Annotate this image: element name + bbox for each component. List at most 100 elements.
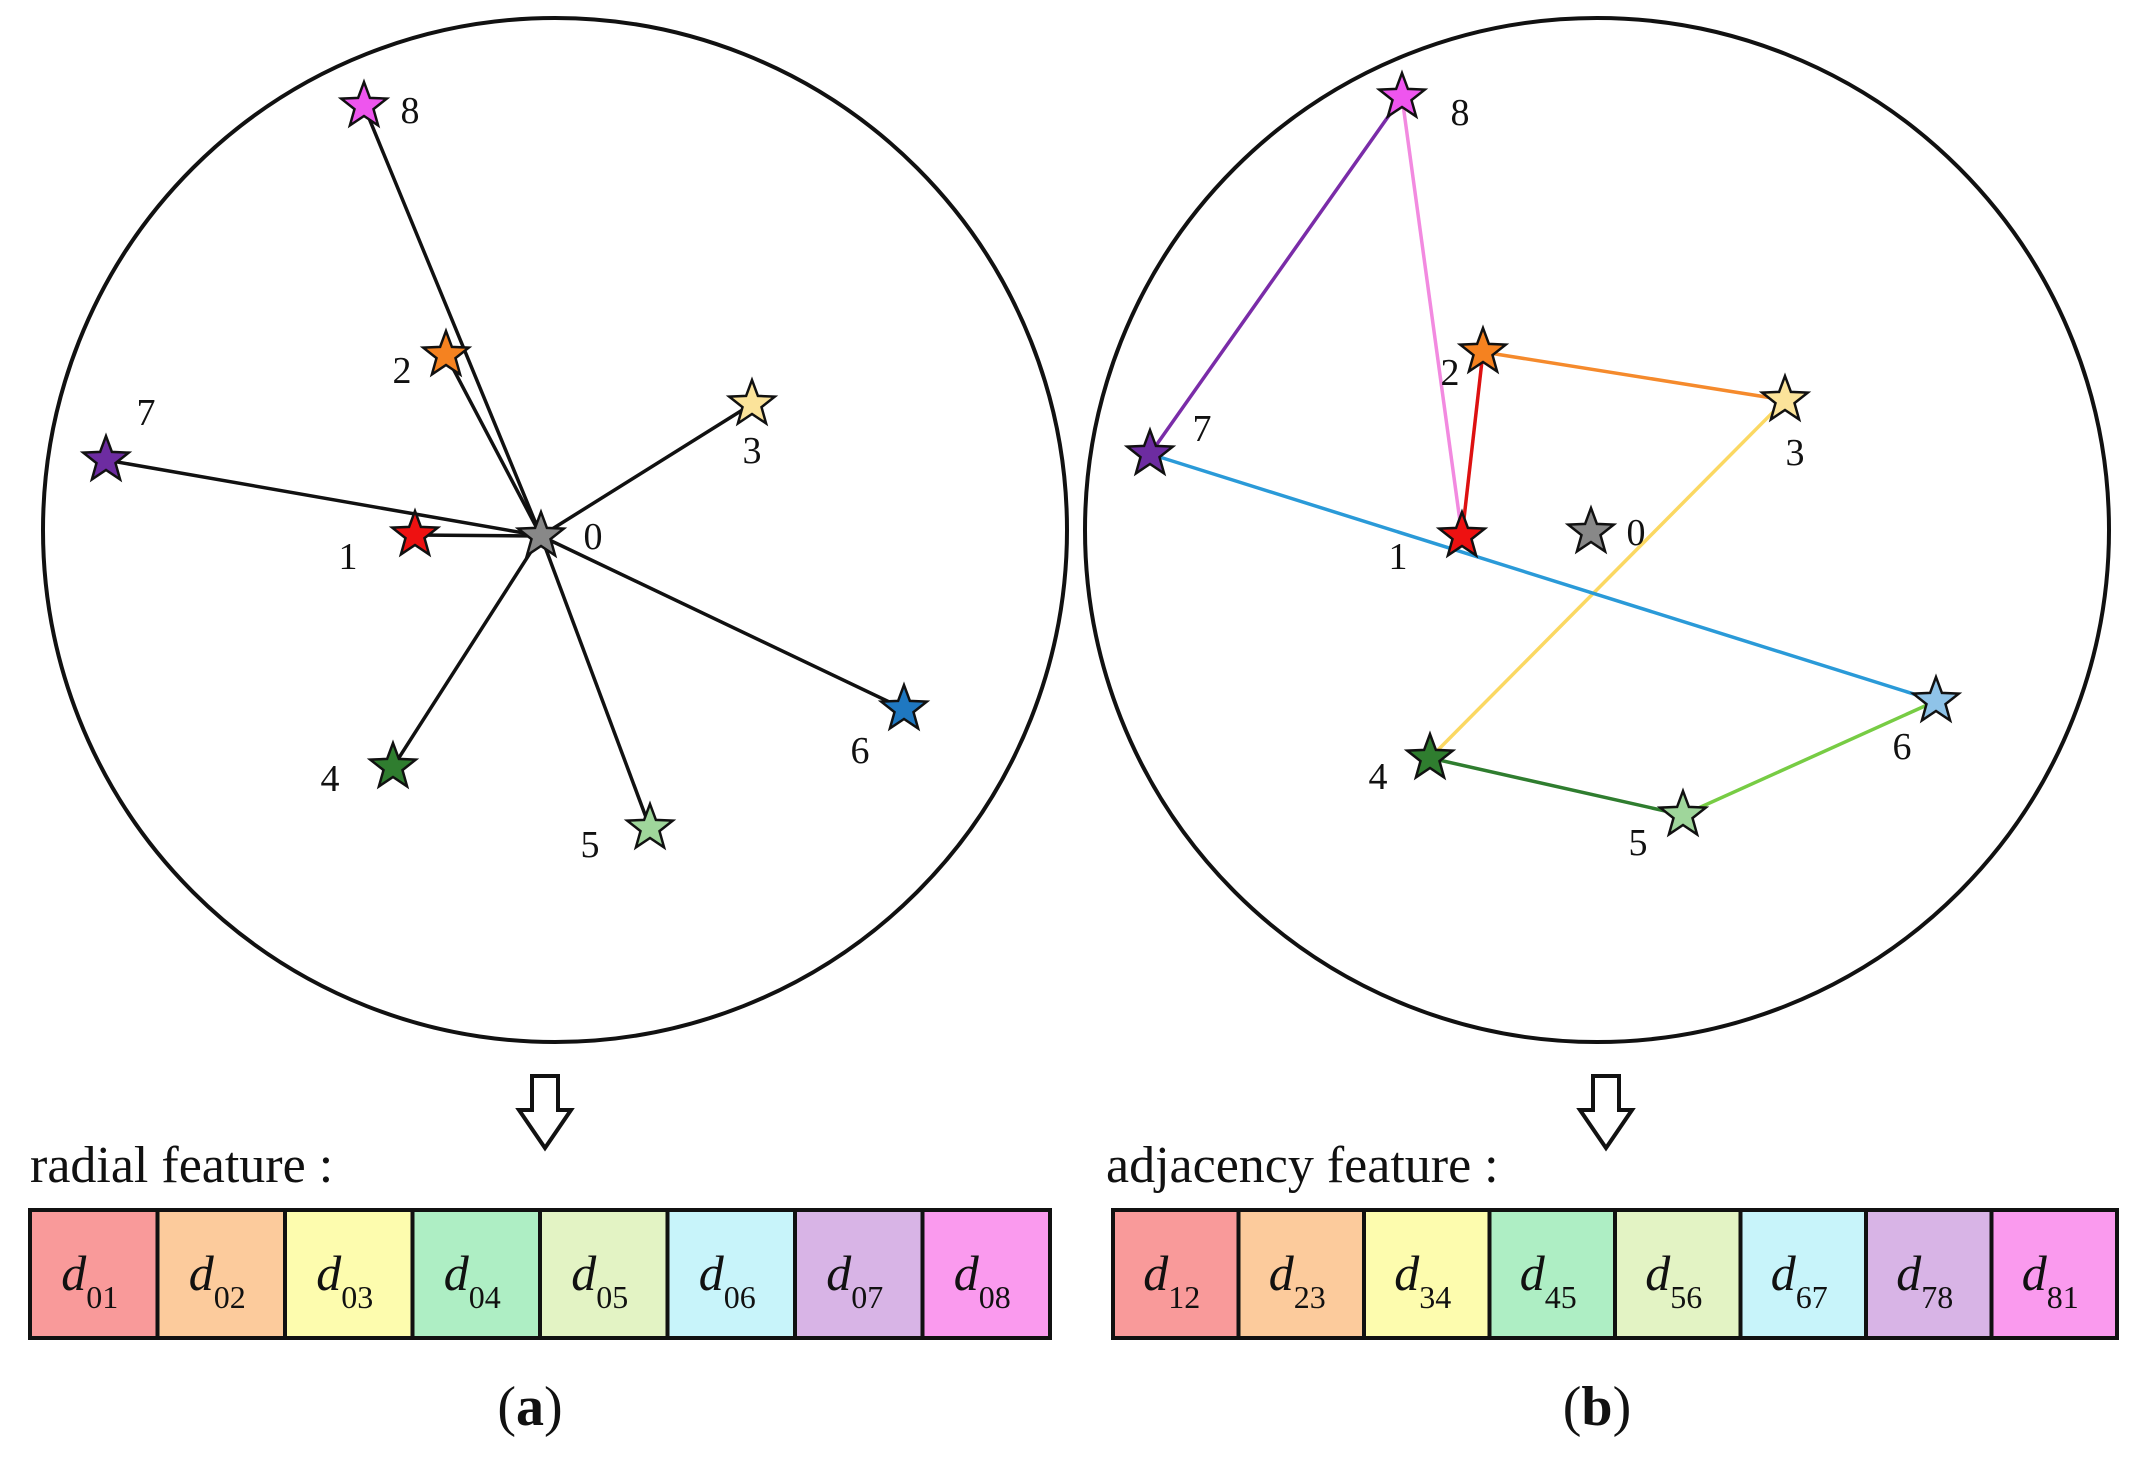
feature-cell-label-06: d06 <box>699 1245 756 1315</box>
star-icon-0 <box>1564 504 1618 555</box>
star-label-6: 6 <box>851 730 870 772</box>
star-label-2: 2 <box>393 350 412 392</box>
star-icon-8 <box>337 78 391 129</box>
feature-cell-04 <box>410 1208 542 1340</box>
edge-3-4 <box>1428 398 1787 760</box>
star-label-3: 3 <box>743 430 762 472</box>
star-label-5: 5 <box>1629 822 1648 864</box>
star-label-3: 3 <box>1786 432 1805 474</box>
radial-feature-label: radial feature : <box>30 1137 333 1194</box>
feature-cell-label-34: d34 <box>1394 1245 1451 1315</box>
feature-cell-label-01: d01 <box>61 1245 118 1315</box>
edges-b <box>1148 95 1937 817</box>
edge-0-1 <box>414 533 542 538</box>
down-arrow-icon <box>515 1074 575 1152</box>
star-label-7: 7 <box>1193 408 1212 450</box>
feature-cell-01 <box>28 1208 160 1340</box>
edge-5-6 <box>1682 699 1937 817</box>
panel-caption-b: (b) <box>1563 1376 1631 1438</box>
feature-cell-label-56: d56 <box>1645 1245 1702 1315</box>
star-icon-2 <box>419 327 473 378</box>
panel-caption-a: (a) <box>497 1376 562 1438</box>
star-icon-1 <box>388 507 442 558</box>
edge-0-7 <box>105 458 542 538</box>
feature-cell-03 <box>283 1208 415 1340</box>
down-arrow-icon <box>1576 1074 1636 1152</box>
feature-cell-label-04: d04 <box>444 1245 501 1315</box>
edge-0-6 <box>540 534 905 711</box>
region-circle-b <box>1083 16 2111 1044</box>
feature-cell-78 <box>1864 1208 1994 1340</box>
star-icon-5 <box>1656 787 1710 838</box>
star-icon-4 <box>1403 730 1457 781</box>
star-label-7: 7 <box>137 392 156 434</box>
edge-6-7 <box>1149 452 1937 703</box>
feature-cell-34 <box>1362 1208 1492 1340</box>
feature-cell-label-08: d08 <box>954 1245 1011 1315</box>
feature-cell-07 <box>793 1208 925 1340</box>
star-icon-5 <box>623 800 677 851</box>
feature-cell-06 <box>665 1208 797 1340</box>
star-label-8: 8 <box>1451 92 1470 134</box>
star-icon-6 <box>877 681 931 732</box>
feature-cell-label-03: d03 <box>316 1245 373 1315</box>
star-label-6: 6 <box>1893 726 1912 768</box>
star-icon-6 <box>1909 673 1963 724</box>
edge-0-4 <box>391 535 543 768</box>
feature-cell-56 <box>1613 1208 1743 1340</box>
feature-cell-label-02: d02 <box>189 1245 246 1315</box>
feature-cell-label-45: d45 <box>1520 1245 1577 1315</box>
down-arrow-shape <box>515 1074 575 1152</box>
star-labels-b: 0 1 2 3 4 5 6 7 8 <box>1193 92 1912 864</box>
region-circle-a <box>41 16 1069 1044</box>
edge-2-3 <box>1482 350 1786 402</box>
star-label-0: 0 <box>1627 512 1646 554</box>
edge-1-2 <box>1460 351 1485 537</box>
star-icon-7 <box>1123 426 1177 477</box>
star-label-1: 1 <box>339 536 358 578</box>
star-icon-7 <box>79 432 133 483</box>
feature-cell-23 <box>1236 1208 1366 1340</box>
feature-cell-81 <box>1989 1208 2119 1340</box>
down-arrow-shape <box>1576 1074 1636 1152</box>
star-icon-2 <box>1456 324 1510 375</box>
feature-cell-label-05: d05 <box>571 1245 628 1315</box>
star-icon-3 <box>1758 372 1812 423</box>
adjacency-feature-label: adjacency feature : <box>1106 1137 1499 1194</box>
radial-feature-vector: d01 d02 d03 d04 d05 d06 d07 d08 <box>28 1208 1052 1340</box>
edge-0-8 <box>362 105 543 537</box>
edges-a <box>105 105 905 829</box>
panel-letter-b: b <box>1581 1376 1612 1438</box>
panel-b: 0 1 2 3 4 5 6 7 8 adjacency feature : d12 d23 d34 d… <box>1083 16 2119 1438</box>
stars-a <box>79 78 931 851</box>
star-icon-8 <box>1375 69 1429 120</box>
feature-cell-02 <box>155 1208 287 1340</box>
feature-cell-05 <box>538 1208 670 1340</box>
edge-0-5 <box>539 535 652 829</box>
feature-cell-label-07: d07 <box>826 1245 883 1315</box>
star-label-1: 1 <box>1389 536 1408 578</box>
feature-cell-label-12: d12 <box>1143 1245 1200 1315</box>
feature-cell-label-23: d23 <box>1269 1245 1326 1315</box>
star-icon-3 <box>725 376 779 427</box>
feature-cell-67 <box>1738 1208 1868 1340</box>
feature-cell-label-78: d78 <box>1896 1245 1953 1315</box>
feature-cell-label-67: d67 <box>1771 1245 1828 1315</box>
star-icon-1 <box>1435 508 1489 559</box>
edge-8-1 <box>1400 96 1464 537</box>
feature-cell-12 <box>1111 1208 1241 1340</box>
star-label-8: 8 <box>401 90 420 132</box>
feature-cell-45 <box>1487 1208 1617 1340</box>
edge-0-3 <box>540 402 753 538</box>
star-icon-0 <box>514 508 568 559</box>
edge-0-2 <box>444 354 543 537</box>
edge-7-8 <box>1148 95 1404 456</box>
star-label-4: 4 <box>1369 756 1388 798</box>
star-label-2: 2 <box>1441 352 1460 394</box>
star-label-5: 5 <box>581 824 600 866</box>
star-icon-4 <box>366 739 420 790</box>
